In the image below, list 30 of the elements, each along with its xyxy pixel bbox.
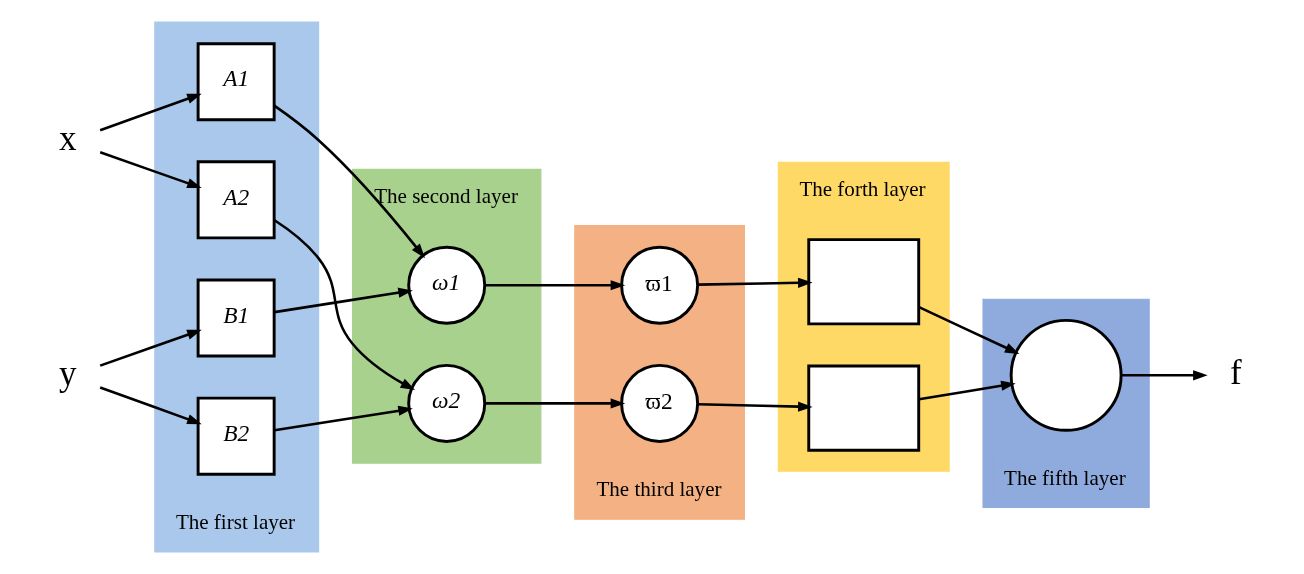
- arrow: [273, 218, 416, 391]
- node-box: A1: [196, 42, 276, 122]
- node-box: [807, 238, 921, 326]
- node-circle: ω2: [407, 363, 487, 443]
- arrow: [99, 386, 202, 425]
- arrow: [1121, 370, 1208, 381]
- node-text: x: [58, 119, 77, 159]
- arrow: [273, 104, 425, 259]
- arrow: [697, 277, 813, 288]
- arrow: [99, 93, 202, 132]
- arrow: [274, 287, 413, 314]
- arrow: [99, 329, 202, 367]
- arrow: [918, 380, 1016, 401]
- arrow: [274, 405, 413, 432]
- node-box: [807, 364, 921, 452]
- cluster: The forth layer: [777, 161, 950, 472]
- node-circle: ϖ2: [620, 363, 700, 443]
- node-circle: ϖ1: [620, 245, 700, 325]
- arrow: [99, 151, 202, 189]
- arrow: [485, 280, 626, 291]
- node-text: f: [1229, 353, 1242, 393]
- node-box: A2: [196, 160, 276, 240]
- arrow: [697, 401, 813, 412]
- cluster: The fifth layer: [982, 298, 1150, 509]
- node-text: y: [58, 354, 77, 394]
- node-circle: [1009, 318, 1123, 432]
- arrow: [918, 305, 1020, 355]
- node-box: B2: [196, 396, 276, 476]
- node-box: B1: [196, 278, 276, 358]
- arrow: [485, 398, 626, 409]
